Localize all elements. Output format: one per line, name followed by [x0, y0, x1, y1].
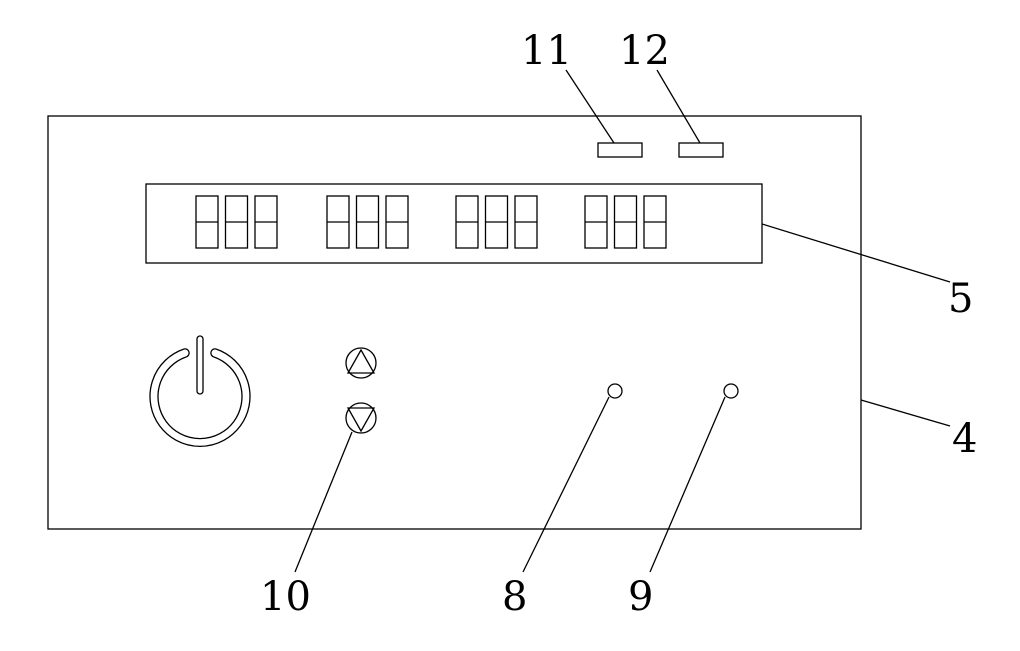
arrow-up-icon: [346, 348, 376, 374]
label-5: 5: [948, 276, 973, 322]
indicator-11: [597, 142, 643, 158]
display-window: [145, 183, 763, 264]
label-11: 11: [521, 28, 572, 74]
up-button[interactable]: [345, 347, 377, 379]
down-button[interactable]: [345, 402, 377, 434]
panel-outline: [47, 115, 862, 530]
label-4: 4: [952, 416, 977, 462]
power-button[interactable]: [149, 335, 251, 448]
arrow-down-icon: [346, 407, 376, 433]
label-12: 12: [619, 28, 670, 74]
indicator-9: [723, 383, 739, 399]
power-bar-icon: [196, 335, 204, 395]
label-8: 8: [502, 574, 527, 620]
power-icon-inner: [157, 356, 243, 440]
digit-display: [195, 195, 667, 249]
indicator-8: [607, 383, 623, 399]
indicator-12: [678, 142, 724, 158]
label-10: 10: [260, 574, 311, 620]
power-icon-outer: [149, 348, 251, 448]
label-9: 9: [628, 574, 653, 620]
